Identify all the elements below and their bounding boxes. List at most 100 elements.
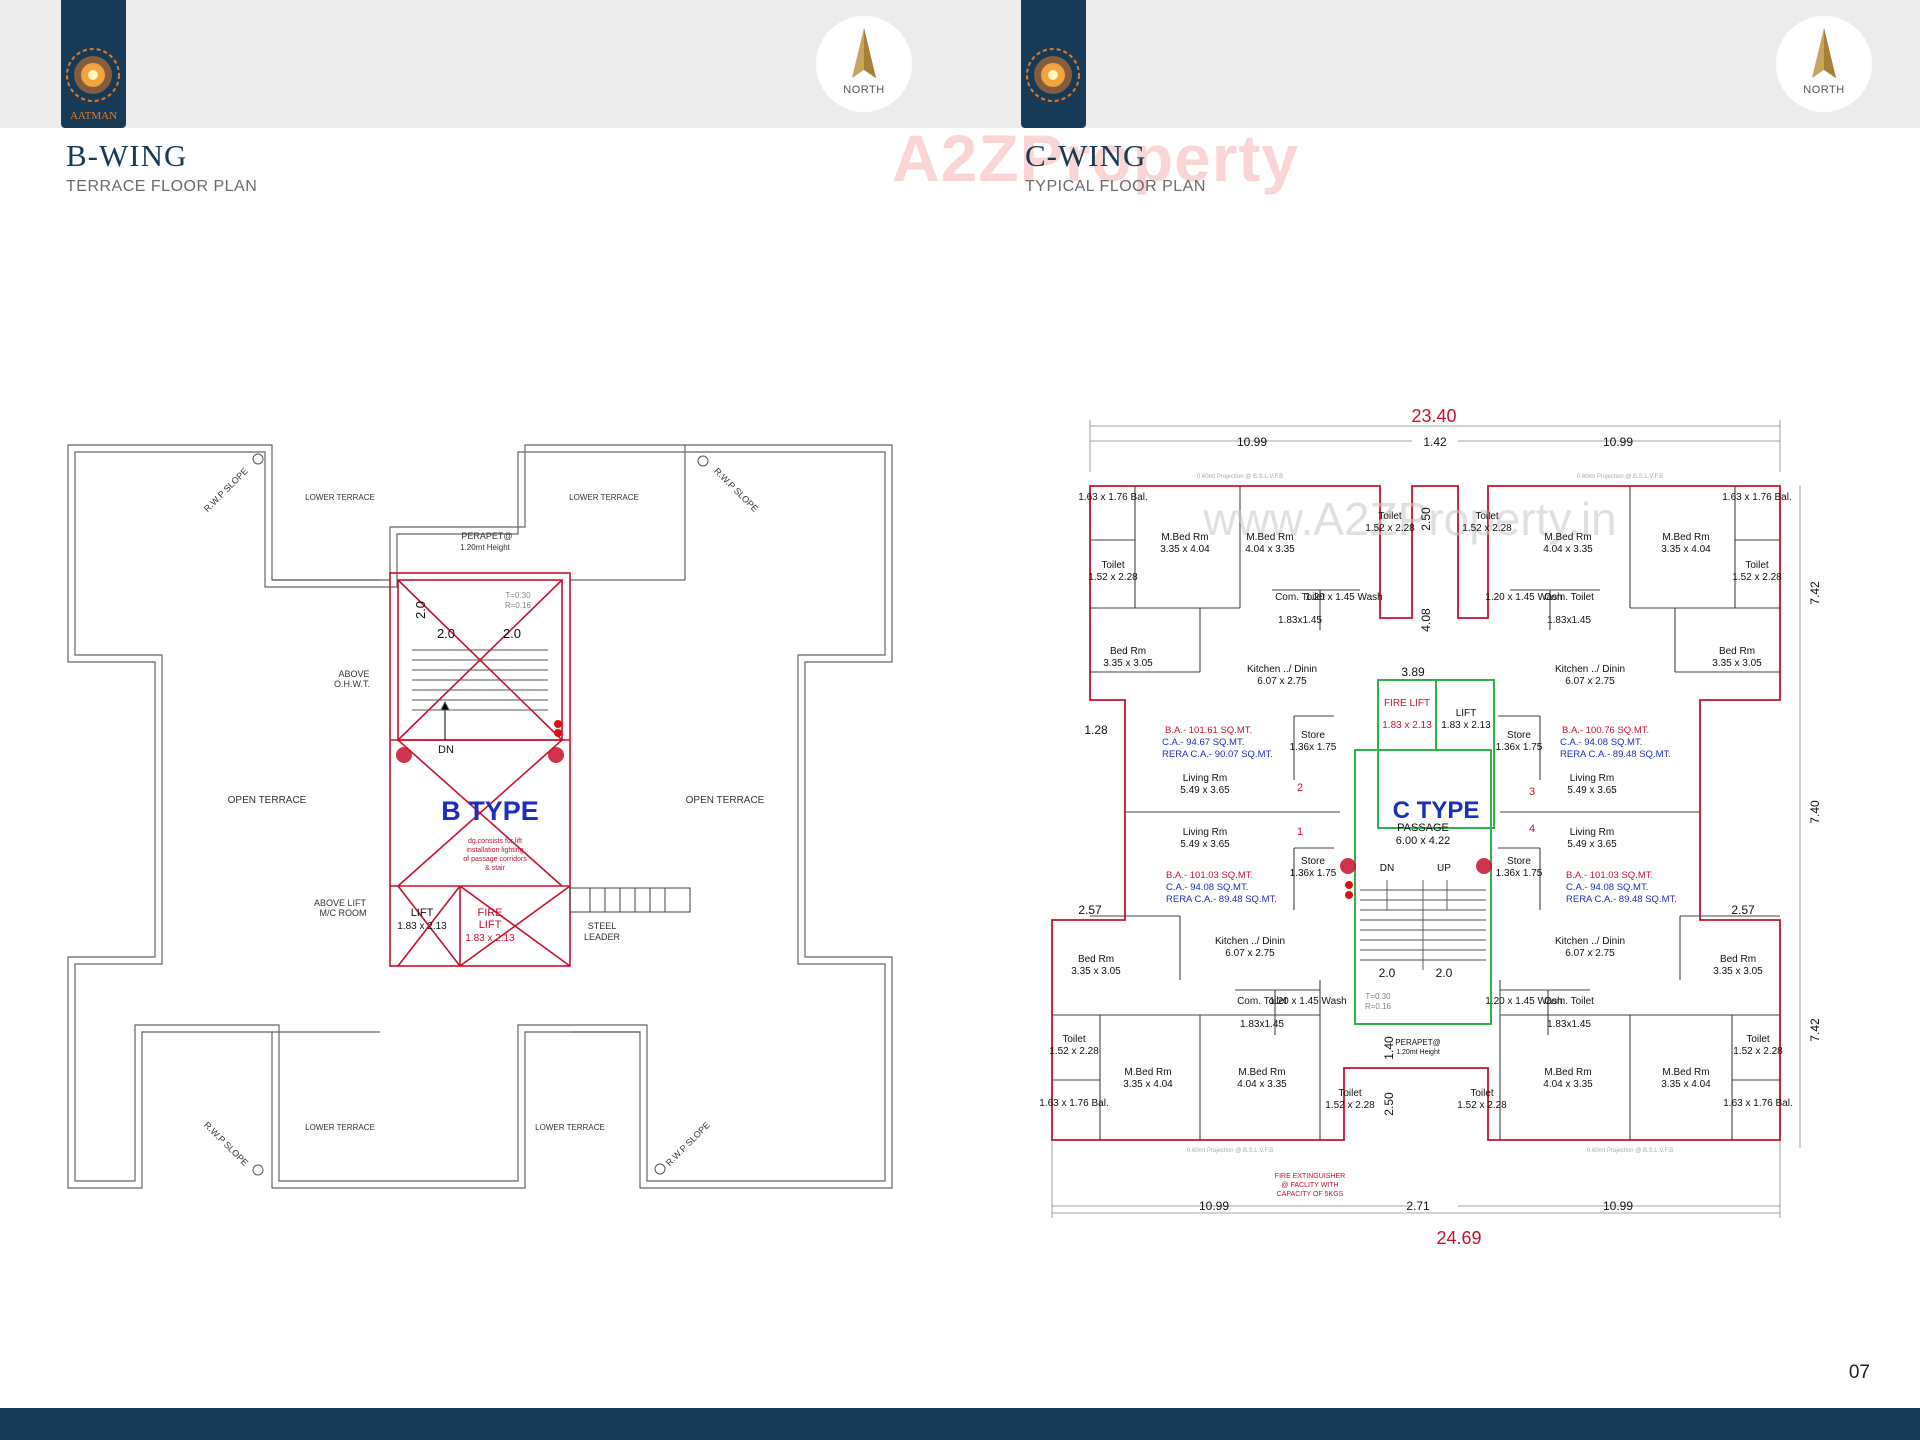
steel-ladder-label: LEADER <box>584 932 621 942</box>
unit-number: 4 <box>1529 823 1535 835</box>
fire-extinguisher-note: CAPACITY OF 5KGS <box>1277 1191 1344 1198</box>
room-name: Store <box>1507 856 1531 867</box>
projection-note: 0.60mt Projection @ B.S.L.V.F.B <box>1197 474 1283 480</box>
room-size: 1.83x1.45 <box>1240 1019 1284 1030</box>
lift-note: & stair <box>485 865 506 872</box>
room-name: Store <box>1507 730 1531 741</box>
room-name: M.Bed Rm <box>1124 1067 1171 1078</box>
tread-riser-label: R=0.16 <box>1365 1002 1392 1011</box>
room-name: M.Bed Rm <box>1544 1067 1591 1078</box>
room-name: Toilet <box>1746 1034 1770 1045</box>
lift-note: installation lighting <box>466 847 523 854</box>
fire-lift-label: FIRE <box>477 907 502 919</box>
projection-note: 0.60mt Projection @ B.S.L.V.F.B <box>1587 1148 1673 1154</box>
stair-up-label: UP <box>1437 863 1451 874</box>
room-name: Kitchen ../ Dinin <box>1215 936 1285 947</box>
room-name: Bed Rm <box>1720 954 1756 965</box>
room-name: Store <box>1301 856 1325 867</box>
unit-carpet-area: C.A.- 94.08 SQ.MT. <box>1166 882 1248 893</box>
room-size: 1.52 x 2.28 <box>1088 572 1138 583</box>
lift-label: LIFT <box>411 907 434 919</box>
rwp-slope-label: R.W.P SLOPE <box>664 1120 712 1168</box>
dim-label: 1.40 <box>1382 1036 1396 1060</box>
logo-text: AATMAN <box>69 110 118 122</box>
north-label: NORTH <box>1803 84 1845 96</box>
dimension-lines <box>1051 420 1801 1218</box>
watermark-logo: A2ZProperty <box>892 121 1300 195</box>
room-name: M.Bed Rm <box>1246 532 1293 543</box>
above-ohwt-label: O.H.W.T. <box>334 679 370 689</box>
room-size: 5.49 x 3.65 <box>1180 839 1230 850</box>
room-size: 6.07 x 2.75 <box>1257 676 1307 687</box>
dim-label: 10.99 <box>1603 1199 1633 1213</box>
lower-terrace-label: LOWER TERRACE <box>535 1123 605 1132</box>
north-arrow-icon <box>1812 28 1836 78</box>
unit-carpet-area: C.A.- 94.67 SQ.MT. <box>1162 737 1244 748</box>
unit-number: 2 <box>1297 782 1303 794</box>
above-lift-label: ABOVE LIFT <box>314 898 367 908</box>
dim-label: 2.57 <box>1078 903 1102 917</box>
above-lift-label: M/C ROOM <box>320 908 367 918</box>
unit-areas: B.A.- 101.61 SQ.MT. C.A.- 94.67 SQ.MT. R… <box>1162 725 1677 905</box>
lower-terrace-label: LOWER TERRACE <box>569 493 639 502</box>
hydrant-icons <box>396 720 564 763</box>
room-size: 1.36x 1.75 <box>1496 742 1543 753</box>
balcony-label: 1.63 x 1.76 Bal. <box>1039 1098 1109 1109</box>
header-band <box>0 0 1920 128</box>
dim-label: 1.42 <box>1423 435 1447 449</box>
room-size: 1.52 x 2.28 <box>1457 1100 1507 1111</box>
room-size: 3.35 x 3.05 <box>1103 658 1153 669</box>
rwp-slope-label: R.W.P SLOPE <box>202 1120 250 1168</box>
right-plan-subtitle: TYPICAL FLOOR PLAN <box>1025 178 1206 195</box>
projection-note: 0.60mt Projection @ B.S.L.V.F.B <box>1577 474 1663 480</box>
dim-label: 1.28 <box>1084 723 1108 737</box>
room-size: 6.07 x 2.75 <box>1225 948 1275 959</box>
unit-built-area: B.A.- 100.76 SQ.MT. <box>1562 725 1649 736</box>
stair-treads <box>412 649 548 740</box>
lift-size: 1.83 x 2.13 <box>397 921 447 932</box>
mandala-icon <box>1026 48 1080 102</box>
unit-rera-area: RERA C.A.- 90.07 SQ.MT. <box>1162 749 1273 760</box>
lift-note: dg.consists for lift <box>468 838 522 845</box>
room-name: Toilet <box>1470 1088 1494 1099</box>
room-name: M.Bed Rm <box>1238 1067 1285 1078</box>
dim-label: 2.57 <box>1731 903 1755 917</box>
perapet-height: 1.20mt Height <box>460 543 511 552</box>
dim-label: 7.40 <box>1808 800 1822 824</box>
room-name: Toilet <box>1062 1034 1086 1045</box>
north-label: NORTH <box>843 84 885 96</box>
fire-extinguisher-note: @ FACLITY WITH <box>1281 1182 1338 1189</box>
room-size: 1.36x 1.75 <box>1290 868 1337 879</box>
b-type-label: B TYPE <box>441 796 539 826</box>
dim-label: 10.99 <box>1237 435 1267 449</box>
hydrant-icons <box>1340 858 1492 899</box>
footer-band <box>0 1408 1920 1440</box>
room-name: Toilet <box>1475 511 1499 522</box>
room-name: Store <box>1301 730 1325 741</box>
wash-label: 1.20 x 1.45 Wash <box>1269 996 1346 1007</box>
room-name: Toilet <box>1101 560 1125 571</box>
unit-number: 3 <box>1529 786 1535 798</box>
dim-label: 2.50 <box>1382 1092 1396 1116</box>
interior-walls <box>1052 486 1780 1140</box>
open-terrace-label: OPEN TERRACE <box>686 795 765 806</box>
perapet-label: PERAPET@ <box>461 531 512 541</box>
room-size: 6.07 x 2.75 <box>1565 676 1615 687</box>
dim-label: 7.42 <box>1808 581 1822 605</box>
room-size: 5.49 x 3.65 <box>1180 785 1230 796</box>
watermark: A2ZProperty <box>892 120 1299 196</box>
dim-label: 2.50 <box>1419 507 1433 531</box>
stair-down-label: DN <box>1380 863 1394 874</box>
lift-note: of passage corridors <box>463 856 527 863</box>
steel-ladder-label: STEEL <box>588 921 617 931</box>
wash-label: 1.20 x 1.45 Wash <box>1485 592 1562 603</box>
dim-label: 10.99 <box>1603 435 1633 449</box>
open-terrace-label: OPEN TERRACE <box>228 795 307 806</box>
passage-size: 6.00 x 4.22 <box>1396 835 1450 847</box>
room-size: 4.04 x 3.35 <box>1543 544 1593 555</box>
unit-built-area: B.A.- 101.03 SQ.MT. <box>1566 870 1653 881</box>
dim-label: 7.42 <box>1808 1018 1822 1042</box>
rwp-slope-label: R.W.P SLOPE <box>202 466 250 514</box>
room-size: 1.52 x 2.28 <box>1049 1046 1099 1057</box>
balcony-label: 1.63 x 1.76 Bal. <box>1723 1098 1793 1109</box>
